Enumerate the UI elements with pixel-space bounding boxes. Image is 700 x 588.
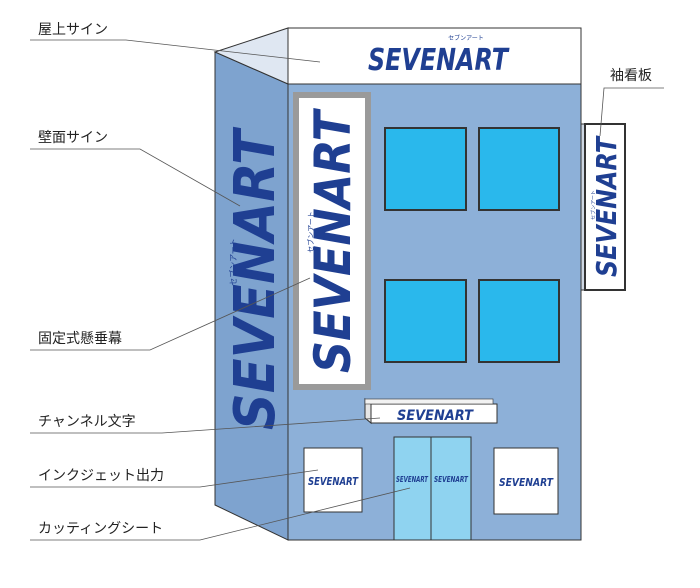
- window-top-left: [384, 127, 467, 211]
- leader-lines: [30, 39, 664, 541]
- projecting-sign: SEVENART セブンアート: [580, 123, 626, 291]
- rooftop-sign: セブンアート SEVENART: [213, 27, 582, 85]
- fixed-banner: SEVENART セブンアート: [293, 92, 371, 390]
- label-rooftop-sign: 屋上サイン: [38, 22, 108, 38]
- wall-sign-logo: SEVENART: [223, 127, 288, 430]
- leader-wall: [30, 148, 241, 207]
- channel-letters: SEVENART: [364, 397, 498, 425]
- windows: [384, 127, 560, 363]
- rooftop-sign-logo: SEVENART: [368, 43, 510, 78]
- projecting-sign-ruby: セブンアート: [590, 190, 597, 220]
- inkjet-panel-left-logo: SEVENART: [308, 475, 359, 488]
- door-right-logo: SEVENART: [434, 475, 468, 484]
- window-top-right: [478, 127, 560, 211]
- glass-doors: SEVENART SEVENART: [393, 436, 472, 541]
- leader-cutting: [30, 487, 411, 541]
- rooftop-sign-ruby: セブンアート: [448, 34, 484, 42]
- fixed-banner-ruby: セブンアート: [306, 211, 315, 253]
- wall-sign: SEVENART セブンアート: [223, 127, 288, 430]
- door-right: [430, 436, 472, 541]
- window-bottom-right: [478, 279, 560, 363]
- label-cutting-sheet: カッティングシート: [38, 521, 163, 537]
- inkjet-panel-right: SEVENART: [493, 447, 559, 515]
- leader-inkjet: [30, 469, 319, 488]
- leader-channel: [30, 417, 381, 434]
- inkjet-panel-right-logo: SEVENART: [499, 476, 554, 489]
- label-wall-sign: 壁面サイン: [38, 130, 108, 146]
- door-left-logo: SEVENART: [396, 475, 428, 484]
- leader-rooftop: [30, 39, 321, 63]
- leader-projecting: [599, 87, 664, 137]
- label-fixed-banner: 固定式懸垂幕: [38, 331, 122, 347]
- door-left: [393, 436, 432, 541]
- label-projecting-sign: 袖看板: [610, 68, 652, 84]
- label-channel-letters: チャンネル文字: [38, 414, 136, 430]
- leader-banner: [30, 277, 311, 351]
- wall-sign-ruby: セブンアート: [228, 238, 238, 286]
- labels: 屋上サイン 壁面サイン 袖看板 固定式懸垂幕 チャンネル文字 インクジェット出力…: [38, 22, 652, 537]
- projecting-sign-logo: SEVENART: [590, 135, 623, 277]
- label-inkjet-print: インクジェット出力: [38, 468, 164, 484]
- fixed-banner-logo: SEVENART: [304, 108, 362, 373]
- inkjet-panel-left: SEVENART: [303, 447, 363, 513]
- channel-letters-logo: SEVENART: [397, 408, 474, 424]
- window-bottom-left: [384, 279, 467, 363]
